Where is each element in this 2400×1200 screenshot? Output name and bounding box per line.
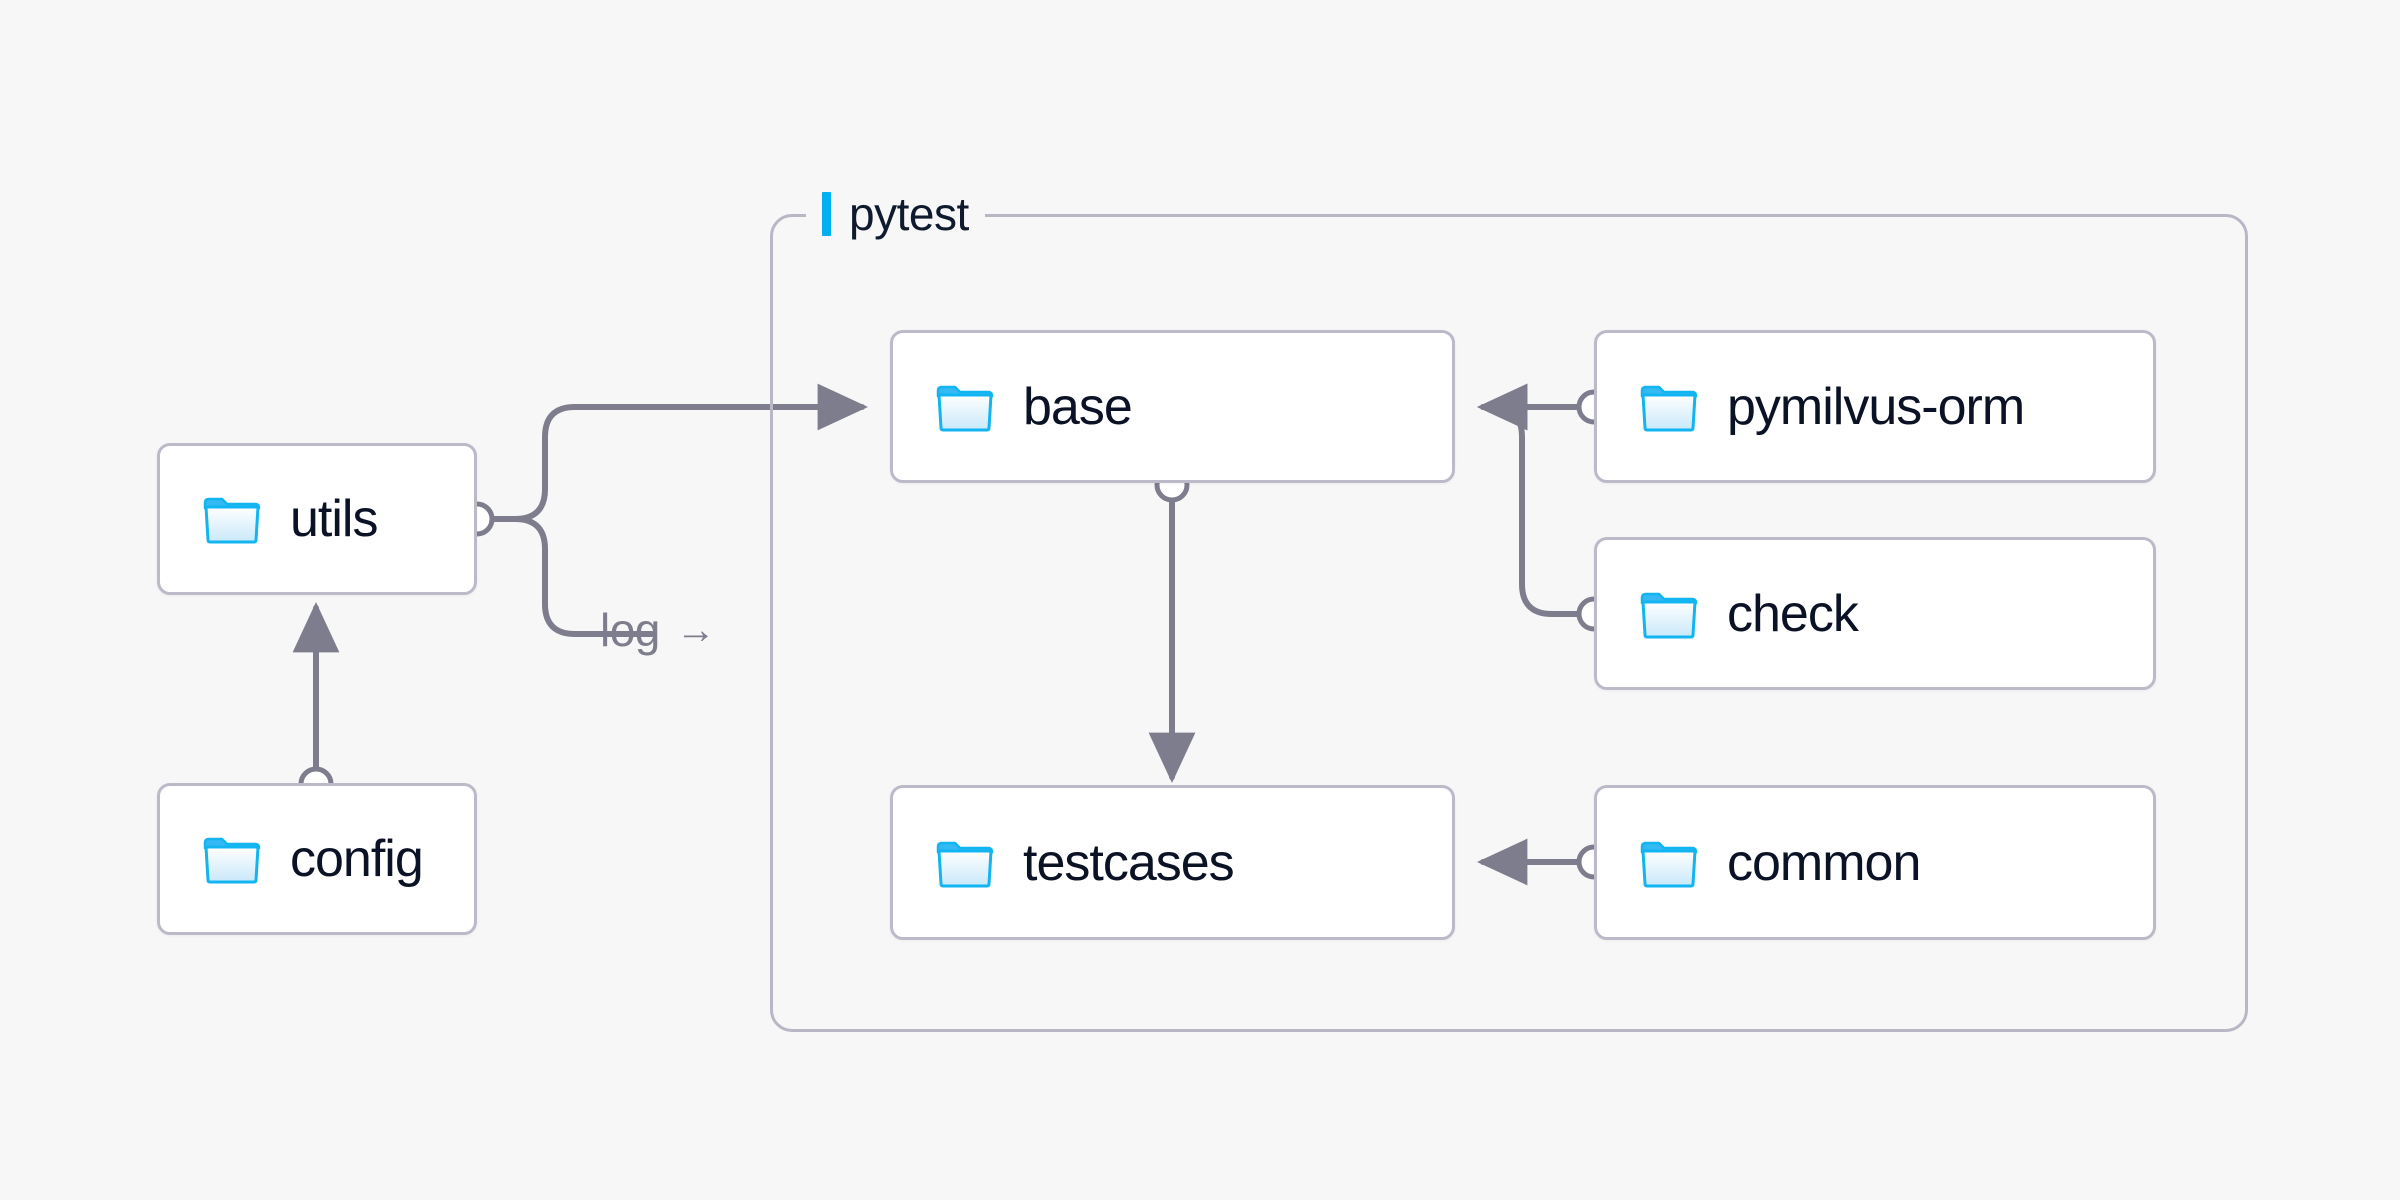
node-pymilvus-orm[interactable]: pymilvus-orm — [1594, 330, 2156, 483]
folder-icon — [936, 385, 994, 431]
folder-icon — [203, 837, 261, 884]
node-utils[interactable]: utils — [157, 443, 477, 595]
arrow-right-icon: → — [675, 608, 716, 652]
node-config-label: config — [290, 830, 424, 888]
edge-label-log-text: log — [600, 604, 660, 656]
node-check[interactable]: check — [1594, 537, 2156, 690]
folder-icon — [1640, 385, 1698, 431]
edge-label-log: log → — [600, 603, 716, 657]
folder-icon — [1640, 592, 1698, 638]
accent-bar-icon — [822, 192, 831, 236]
node-base-label: base — [1023, 377, 1133, 436]
group-pytest-box[interactable] — [770, 214, 2248, 1032]
folder-icon — [203, 497, 261, 544]
folder-icon — [1640, 841, 1698, 887]
group-pytest-label: pytest — [806, 186, 985, 242]
node-pymilvus-orm-label: pymilvus-orm — [1727, 377, 2025, 436]
node-common[interactable]: common — [1594, 785, 2156, 940]
node-testcases[interactable]: testcases — [890, 785, 1455, 940]
node-testcases-label: testcases — [1023, 833, 1235, 892]
group-title-text: pytest — [849, 188, 969, 240]
folder-icon — [936, 841, 994, 887]
node-config[interactable]: config — [157, 783, 477, 935]
node-common-label: common — [1727, 833, 1921, 892]
node-check-label: check — [1727, 584, 1859, 643]
node-base[interactable]: base — [890, 330, 1455, 483]
node-utils-label: utils — [290, 490, 378, 548]
